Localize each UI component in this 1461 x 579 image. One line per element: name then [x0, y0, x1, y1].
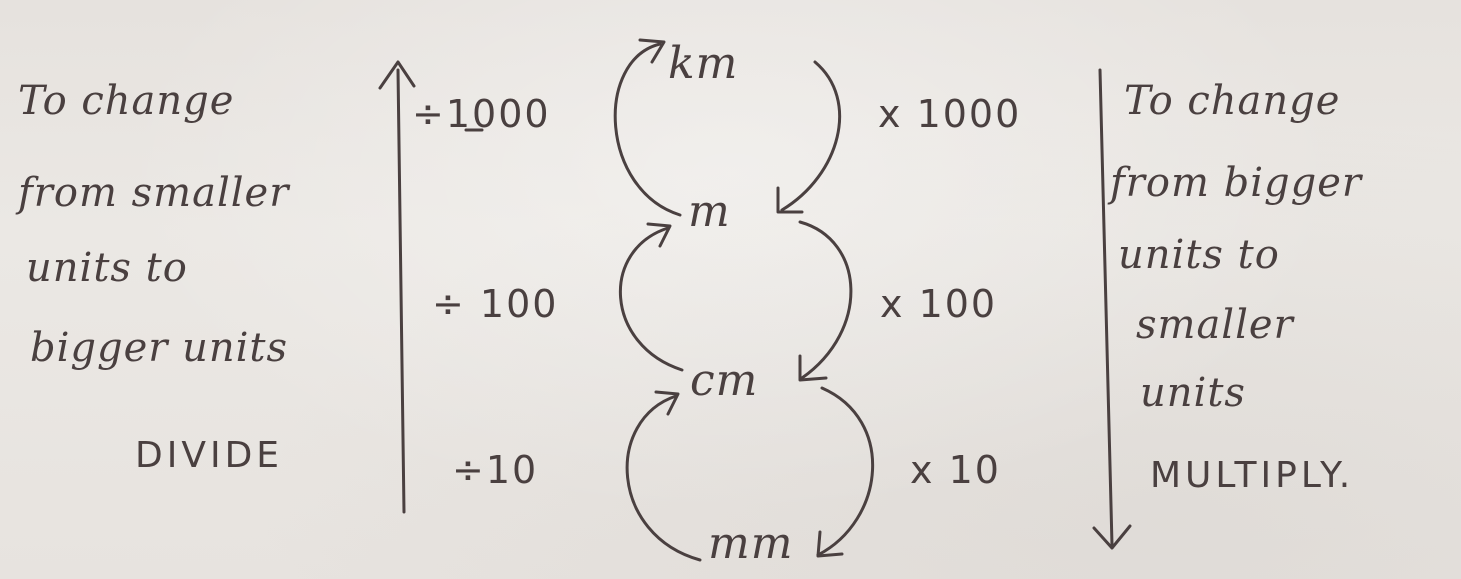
arc-cm-to-mm: [816, 386, 874, 557]
downward-arrow-head: [1092, 524, 1132, 550]
divide-factor-cm-mm: ÷10: [452, 448, 539, 492]
left-note-line-4: bigger units: [30, 325, 289, 371]
arc-m-to-km-head: [638, 38, 666, 64]
unit-km: km: [668, 38, 739, 89]
multiply-factor-km-m: x 1000: [878, 92, 1022, 136]
unit-cm: cm: [690, 355, 759, 406]
arc-cm-to-m-head: [646, 222, 672, 248]
right-note-line-3: units to: [1118, 232, 1280, 278]
divide-factor-m-cm: ÷ 100: [432, 282, 559, 326]
arc-km-to-m-head: [776, 186, 804, 214]
right-note-line-5: units: [1140, 370, 1246, 416]
multiply-factor-m-cm: x 100: [880, 282, 998, 326]
arc-mm-to-cm: [625, 394, 702, 562]
upward-arrow: [396, 68, 406, 514]
arc-m-to-cm-head: [798, 354, 828, 382]
left-note-line-3: units to: [26, 245, 188, 291]
upward-arrow-head: [378, 60, 416, 90]
arc-m-to-cm: [798, 220, 853, 380]
arc-cm-to-m: [619, 226, 684, 372]
arc-mm-to-cm-head: [654, 390, 680, 416]
left-note-line-2: from smaller: [18, 170, 290, 216]
right-note-line-4: smaller: [1136, 302, 1294, 348]
left-note-action: DIVIDE: [135, 435, 284, 476]
right-note-line-2: from bigger: [1110, 160, 1363, 206]
arc-cm-to-mm-head: [816, 530, 844, 558]
left-note-line-1: To change: [18, 78, 235, 124]
downward-arrow: [1098, 68, 1114, 547]
unit-mm: mm: [708, 518, 794, 569]
right-note-action: MULTIPLY.: [1150, 455, 1355, 496]
arc-km-to-m: [780, 60, 842, 212]
unit-m: m: [688, 186, 731, 237]
multiply-factor-cm-mm: x 10: [910, 448, 1001, 492]
arc-m-to-km: [613, 42, 682, 217]
right-note-line-1: To change: [1124, 78, 1341, 124]
